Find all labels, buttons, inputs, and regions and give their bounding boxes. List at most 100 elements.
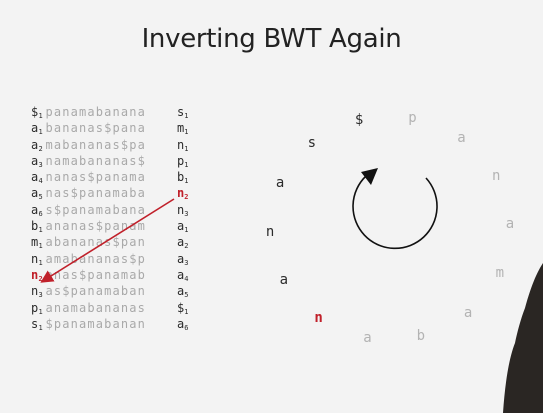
- last-column-char: p1: [177, 153, 188, 173]
- last-char: a: [177, 235, 185, 250]
- last-column-char: n3: [177, 202, 188, 222]
- red-diagonal-arrow-icon: [40, 198, 175, 283]
- last-char: $: [177, 300, 185, 315]
- last-char: a: [177, 284, 185, 299]
- last-char: p: [177, 153, 185, 168]
- last-column-char: $1: [177, 300, 188, 320]
- last-column-rank: 1: [184, 177, 189, 186]
- first-column-char: n: [31, 251, 39, 266]
- first-column-rank: 1: [38, 323, 43, 332]
- last-column-char: a5: [177, 283, 188, 303]
- last-column-rank: 4: [184, 274, 189, 283]
- last-column-char: n1: [177, 137, 188, 157]
- last-char: n: [177, 186, 185, 201]
- last-column-char: m1: [177, 120, 188, 140]
- last-column-rank: 1: [184, 144, 189, 153]
- first-column-rank: 4: [38, 177, 43, 186]
- last-column-rank: 1: [184, 112, 189, 120]
- presenter-silhouette: [503, 263, 543, 413]
- first-column-char: b: [31, 219, 39, 234]
- slide-title: Inverting BWT Again: [141, 24, 402, 54]
- last-char: b: [177, 170, 185, 185]
- last-char: a: [177, 316, 185, 331]
- circular-arrow-icon: [352, 175, 438, 250]
- first-column-rank: 3: [38, 160, 43, 169]
- first-column-rank: 5: [38, 193, 43, 202]
- last-char: s: [177, 105, 185, 119]
- middle-chars: panamabanana: [45, 105, 146, 119]
- first-column-char: p: [31, 300, 39, 315]
- first-column-char: a: [31, 186, 39, 201]
- first-column-char: a: [31, 202, 39, 217]
- last-char: n: [177, 137, 185, 152]
- middle-chars: bananas$pana: [45, 121, 146, 136]
- last-column-rank: 1: [184, 128, 189, 137]
- ring-char: p: [408, 109, 417, 126]
- middle-chars: s$panamabana: [45, 202, 146, 217]
- last-column-rank: 2: [184, 193, 189, 202]
- first-column-char: s: [31, 316, 39, 331]
- last-column-rank: 3: [184, 209, 189, 218]
- last-column-rank: 1: [184, 226, 189, 235]
- cycle-arrowhead: [361, 168, 378, 185]
- last-column-rank: 2: [184, 242, 189, 251]
- last-column-char: a4: [177, 267, 188, 287]
- middle-chars: anas$panamab: [45, 267, 146, 282]
- ring-char: m: [495, 264, 505, 281]
- last-char: a: [177, 267, 185, 282]
- first-column-char: n: [31, 267, 39, 282]
- ring-char: b: [416, 328, 426, 345]
- last-char: n: [177, 202, 185, 217]
- ring-char: a: [275, 175, 285, 192]
- middle-chars: mabananas$pa: [45, 137, 146, 152]
- last-column-rank: 5: [184, 291, 189, 300]
- first-column-char: n: [31, 284, 39, 299]
- ring-char: a: [363, 330, 372, 346]
- ring-char: $: [354, 111, 364, 128]
- last-column-char: a3: [177, 251, 188, 271]
- last-column-rank: 3: [184, 258, 189, 267]
- first-column-rank: 1: [38, 307, 43, 316]
- first-column-char: a: [31, 121, 39, 136]
- last-column-rank: 1: [184, 160, 189, 169]
- last-char: a: [177, 219, 185, 234]
- first-column-char: a: [31, 170, 39, 185]
- last-column-rank: 1: [184, 307, 189, 316]
- first-column-char: $: [31, 105, 39, 119]
- first-column-rank: 2: [38, 144, 43, 153]
- ring-char: s: [307, 134, 317, 151]
- last-column-char: n2: [177, 185, 188, 205]
- middle-chars: amabananas$p: [45, 251, 146, 266]
- ring-char: a: [463, 305, 473, 322]
- first-column-rank: 6: [38, 209, 43, 218]
- ring-char: n: [314, 309, 323, 326]
- middle-chars: abananas$pan: [45, 235, 146, 250]
- last-column-rank: 6: [184, 323, 189, 332]
- first-column-rank: 1: [38, 242, 43, 251]
- last-column-char: a2: [177, 234, 188, 254]
- last-char: m: [177, 121, 185, 136]
- middle-chars: anamabananas: [45, 300, 146, 315]
- middle-chars: namabananas$: [45, 153, 146, 168]
- middle-chars: as$panamaban: [45, 284, 146, 299]
- first-column-char: a: [31, 153, 39, 168]
- middle-chars: ananas$panam: [45, 219, 146, 234]
- first-column-char: a: [31, 137, 39, 152]
- last-column-char: a6: [177, 316, 188, 336]
- last-char: a: [177, 251, 185, 266]
- middle-chars: nanas$panama: [45, 170, 146, 185]
